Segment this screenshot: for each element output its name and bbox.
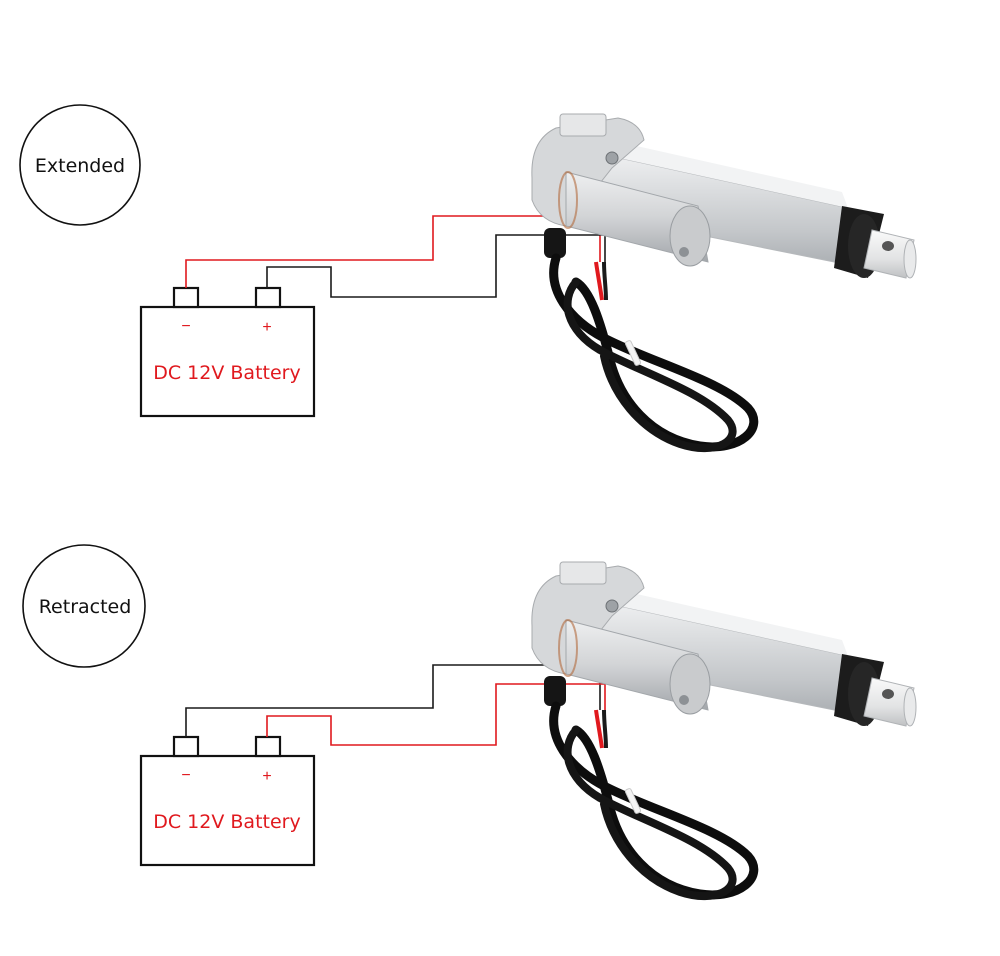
- battery-icon: [139, 735, 316, 867]
- state-label: Retracted: [39, 596, 132, 618]
- black-wire: [266, 234, 606, 298]
- positive-terminal-sign: +: [262, 319, 271, 336]
- red-wire: [266, 683, 606, 746]
- negative-terminal-sign: −: [181, 318, 190, 335]
- battery-label: DC 12V Battery: [153, 362, 300, 384]
- state-circle: [22, 544, 146, 668]
- linear-actuator-icon: [532, 114, 916, 448]
- red-wire: [185, 215, 601, 288]
- linear-actuator-icon: [532, 562, 916, 896]
- battery-label: DC 12V Battery: [153, 811, 300, 833]
- state-label: Extended: [35, 155, 125, 177]
- black-wire: [185, 664, 601, 737]
- panel-extended: Extended − + DC 12V Battery: [19, 104, 916, 448]
- negative-terminal-sign: −: [181, 767, 190, 784]
- state-circle: [19, 104, 141, 226]
- positive-terminal-sign: +: [262, 768, 271, 785]
- battery-icon: [139, 286, 316, 418]
- panel-retracted: Retracted − + DC 12V Battery: [22, 544, 916, 896]
